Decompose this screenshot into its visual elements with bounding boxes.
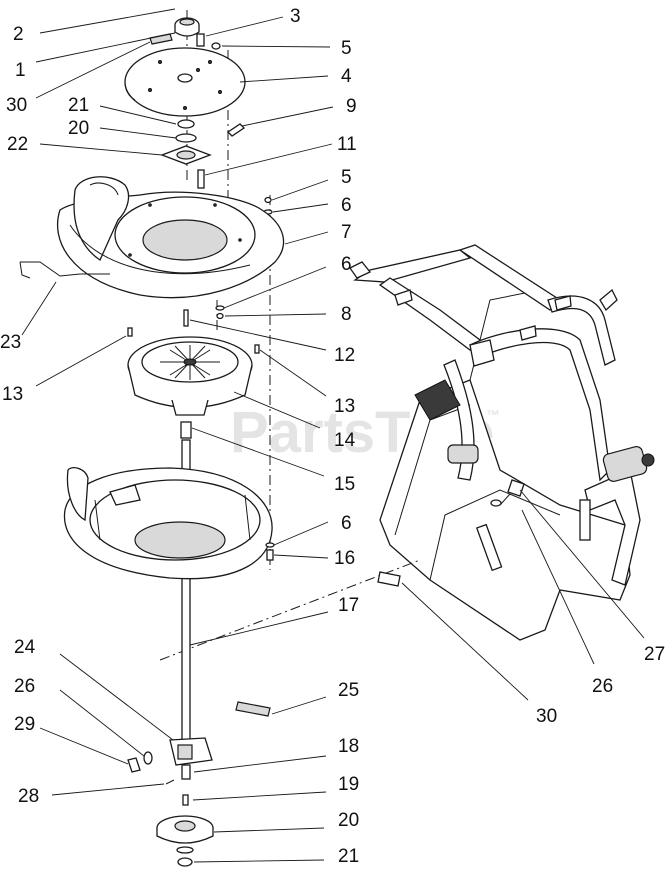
part-26-washer-a — [143, 751, 153, 765]
part-20-washer-b — [176, 846, 194, 854]
part-3-screw — [196, 33, 205, 47]
part-29-bolt — [127, 757, 141, 773]
callout-19: 19 — [338, 774, 359, 795]
part-21-nut — [177, 119, 195, 129]
callout-2: 2 — [13, 24, 24, 45]
callout-8: 8 — [341, 304, 352, 325]
part-pulley — [156, 815, 214, 844]
callout-27: 27 — [644, 644, 665, 665]
part-30-pad-b — [377, 571, 401, 587]
part-6-washer-b — [215, 305, 225, 311]
callout-20: 20 — [68, 118, 89, 139]
callout-29: 29 — [14, 714, 35, 735]
part-18-key — [181, 764, 191, 780]
part-14-impeller — [127, 336, 253, 416]
part-8-nut — [216, 312, 224, 320]
part-23-cable — [20, 261, 110, 277]
part-2-knob — [174, 17, 200, 37]
callout-5b: 5 — [341, 167, 352, 188]
callout-6b: 6 — [341, 254, 352, 275]
leader-lines — [21, 8, 645, 863]
callouts: 2 1 30 3 5 4 21 9 20 22 11 5 6 7 6 8 23 … — [0, 6, 665, 867]
callout-20b: 20 — [338, 810, 359, 831]
part-5-nut — [211, 42, 221, 50]
callout-21: 21 — [68, 95, 89, 116]
callout-21b: 21 — [338, 846, 359, 867]
part-13-pin-a — [127, 327, 133, 337]
tractor-frame — [349, 244, 655, 641]
callout-26a: 26 — [14, 676, 35, 697]
callout-4: 4 — [341, 66, 352, 87]
callout-23: 23 — [0, 332, 21, 353]
callout-6c: 6 — [341, 513, 352, 534]
callout-24: 24 — [14, 637, 36, 658]
callout-30: 30 — [6, 95, 27, 116]
watermark-tm: ™ — [486, 407, 500, 423]
callout-28: 28 — [18, 786, 39, 807]
part-16-screw — [266, 549, 274, 561]
part-22-flange-bearing — [160, 145, 212, 165]
part-4-plate — [124, 47, 246, 117]
callout-12: 12 — [334, 345, 355, 366]
callout-1: 1 — [15, 60, 26, 81]
callout-15: 15 — [334, 474, 355, 495]
callout-22: 22 — [7, 134, 28, 155]
part-7-chute-housing — [56, 176, 285, 299]
callout-7: 7 — [341, 222, 352, 243]
part-9-screw — [226, 123, 246, 137]
part-11-bolt — [197, 169, 205, 189]
callout-6a: 6 — [341, 195, 352, 216]
callout-3: 3 — [290, 6, 301, 27]
lower-housing — [63, 467, 273, 580]
part-12-pin — [183, 309, 189, 327]
callout-25: 25 — [338, 680, 359, 701]
part-13-pin-b — [254, 344, 260, 354]
part-20-washer — [175, 133, 197, 143]
callout-14: 14 — [334, 430, 356, 451]
part-19-key — [182, 794, 189, 806]
callout-16: 16 — [334, 548, 355, 569]
callout-9: 9 — [346, 96, 357, 117]
part-21-nut-b — [177, 857, 193, 867]
part-25-strip — [235, 701, 271, 717]
part-6-washer-c — [265, 542, 275, 548]
callout-30b: 30 — [536, 706, 557, 727]
part-24-bracket — [169, 737, 213, 766]
callout-11: 11 — [337, 134, 357, 155]
callout-13b: 13 — [334, 396, 355, 417]
callout-26b: 26 — [592, 676, 613, 697]
callout-5: 5 — [341, 38, 352, 59]
part-28-pin — [165, 779, 175, 785]
part-5-nut-b — [264, 196, 272, 204]
callout-18: 18 — [338, 736, 359, 757]
callout-13a: 13 — [2, 384, 23, 405]
part-15-collar — [180, 421, 192, 439]
callout-17: 17 — [338, 595, 359, 616]
